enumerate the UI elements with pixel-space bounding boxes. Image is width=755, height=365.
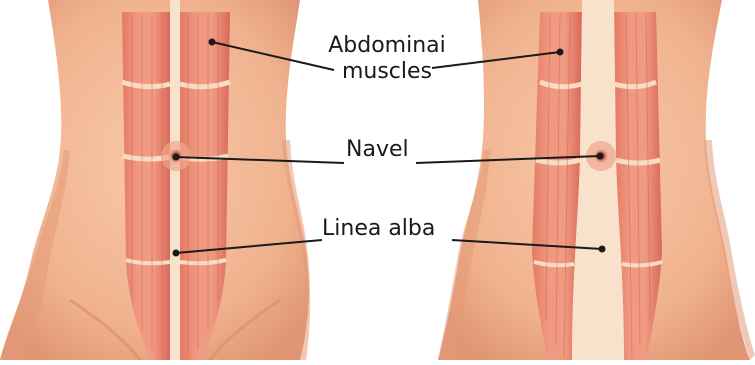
pointer-dot (173, 154, 180, 161)
label-navel: Navel (346, 137, 409, 163)
pointer-dot (209, 39, 216, 46)
pointer-dot (557, 49, 564, 56)
label-abdominal-muscles: Abdominai muscles (312, 33, 462, 85)
pointer-dot (597, 153, 604, 160)
label-abdominal-line1: Abdominai (312, 33, 462, 59)
pointer-dot (599, 246, 606, 253)
pointer-dot (173, 250, 180, 257)
label-abdominal-line2: muscles (312, 59, 462, 85)
linea-alba-normal (170, 0, 180, 360)
torso-diastasis (438, 0, 755, 360)
label-linea-alba: Linea alba (322, 216, 435, 242)
